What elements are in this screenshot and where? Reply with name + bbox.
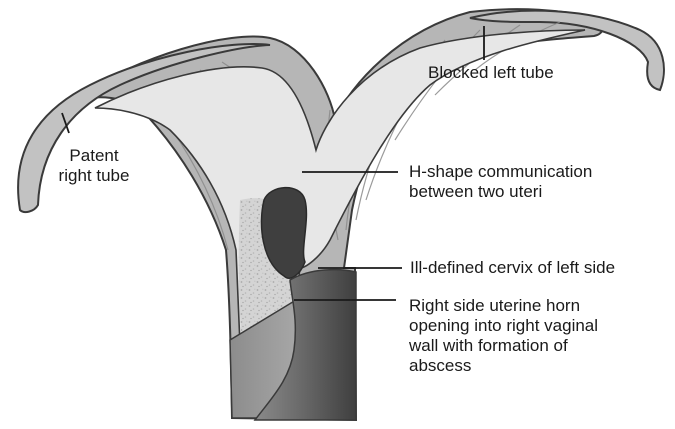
- label-right-horn-line-2: opening into right vaginal: [409, 316, 598, 336]
- label-right-uterine-horn: Right side uterine horn opening into rig…: [409, 296, 598, 376]
- label-right-horn-line-3: wall with formation of: [409, 336, 598, 356]
- label-right-horn-line-1: Right side uterine horn: [409, 296, 598, 316]
- label-ill-defined-cervix: Ill-defined cervix of left side: [410, 258, 615, 278]
- label-h-shape-line-1: H-shape communication: [409, 162, 592, 182]
- label-right-horn-line-4: abscess: [409, 356, 598, 376]
- label-patent-right-tube-line-1: Patent: [42, 146, 146, 166]
- label-h-shape-line-2: between two uteri: [409, 182, 592, 202]
- label-patent-right-tube-line-2: right tube: [42, 166, 146, 186]
- label-blocked-left-tube: Blocked left tube: [428, 63, 554, 83]
- label-patent-right-tube: Patent right tube: [42, 146, 146, 186]
- label-h-shape-communication: H-shape communication between two uteri: [409, 162, 592, 202]
